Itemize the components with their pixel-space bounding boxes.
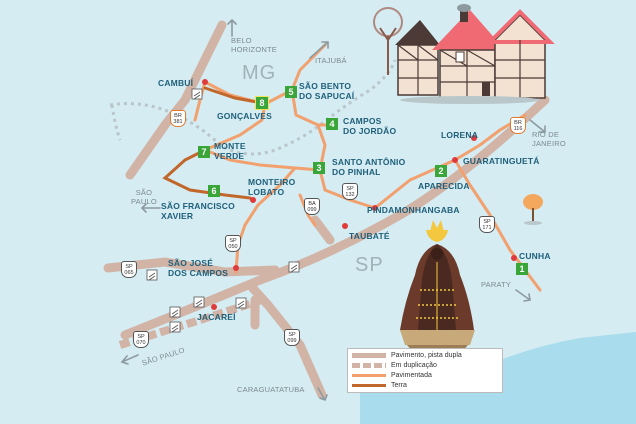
highway-shield-sp132: SP 132 <box>342 183 358 200</box>
highway-shield-br381: BR 381 <box>170 110 186 127</box>
legend-swatch <box>352 362 386 368</box>
shield-text-bottom: 171 <box>482 225 492 231</box>
legend-row-double-lane: Pavimento, pista dupla <box>352 351 462 360</box>
city-label-aparecida[interactable]: APARECIDA <box>418 181 470 191</box>
tree-illustration <box>373 7 403 75</box>
route-badge-8[interactable]: 8 <box>255 96 269 110</box>
saint-illustration <box>400 220 475 352</box>
city-label-cambui[interactable]: CAMBUÍ <box>158 78 194 88</box>
shield-text-bottom: 070 <box>136 340 146 346</box>
shield-text-top: SP <box>125 264 133 270</box>
legend-swatch <box>352 383 386 387</box>
small-tree-illustration <box>523 194 543 225</box>
highway-shield-br116: BR 116 <box>510 117 526 134</box>
shield-text-top: SP <box>137 334 145 340</box>
house-illustration <box>395 4 555 104</box>
shield-text-top: SP <box>346 186 354 192</box>
shield-text-top: SP <box>483 219 491 225</box>
direction-arrows <box>120 18 546 402</box>
shield-text-bottom: 050 <box>228 244 238 250</box>
city-label-monte-verde[interactable]: MONTE VERDE <box>214 141 246 161</box>
highway-shield-sp099: SP 099 <box>284 329 300 346</box>
legend-swatch <box>352 373 386 377</box>
city-label-cunha[interactable]: CUNHA <box>519 251 551 261</box>
legend-row-paved: Pavimentada <box>352 371 432 380</box>
shield-text-top: SP <box>288 332 296 338</box>
shield-text-bottom: 099 <box>307 207 317 213</box>
route-badge-4[interactable]: 4 <box>326 118 338 130</box>
legend-row-duplication: Em duplicação <box>352 361 437 370</box>
shield-text-bottom: 065 <box>124 270 134 276</box>
direction-label-paraty: PARATY <box>481 280 512 289</box>
state-label-mg: MG <box>242 62 277 84</box>
route-badge-1[interactable]: 1 <box>516 263 528 275</box>
legend-label: Pavimento, pista dupla <box>391 352 462 359</box>
city-label-goncalves[interactable]: GONÇALVES <box>217 111 273 121</box>
city-label-campos-jordao[interactable]: CAMPOS DO JORDÃO <box>343 116 397 136</box>
city-label-santo-antonio[interactable]: SANTO ANTÔNIO DO PINHAL <box>332 157 406 177</box>
toll-icon-marks <box>148 91 298 333</box>
shield-text-bottom: 132 <box>345 192 355 198</box>
highway-shield-sp171: SP 171 <box>479 216 495 233</box>
route-badge-7[interactable]: 7 <box>198 146 210 158</box>
route-badge-5[interactable]: 5 <box>285 86 297 98</box>
shield-text-top: BR <box>514 120 522 126</box>
direction-label-itajuba: ITAJUBÁ <box>315 56 347 65</box>
legend-label: Terra <box>391 382 407 389</box>
direction-label-caraguatatuba: CARAGUATATUBA <box>237 385 305 394</box>
shield-text-top: BR <box>174 113 182 119</box>
route-badge-3[interactable]: 3 <box>313 162 325 174</box>
city-label-monteiro-lobato[interactable]: MONTEIRO LOBATO <box>248 177 296 197</box>
legend-label: Pavimentada <box>391 372 432 379</box>
city-label-sao-francisco[interactable]: SÃO FRANCISCO XAVIER <box>161 201 235 221</box>
legend-swatch <box>352 352 386 358</box>
city-label-sao-jose[interactable]: SÃO JOSÉ DOS CAMPOS <box>168 258 229 278</box>
state-border-left <box>110 104 122 141</box>
route-badge-6[interactable]: 6 <box>208 185 220 197</box>
shield-text-bottom: 099 <box>287 338 297 344</box>
highway-shield-sp050: SP 050 <box>225 235 241 252</box>
shield-text-top: SP <box>229 238 237 244</box>
city-label-sao-bento[interactable]: SÃO BENTO DO SAPUCAÍ <box>299 81 355 101</box>
shield-text-bottom: 116 <box>513 126 523 132</box>
city-label-jacarei[interactable]: JACAREÍ <box>197 312 236 322</box>
city-label-lorena[interactable]: LORENA <box>441 130 479 140</box>
shield-text-bottom: 381 <box>173 119 183 125</box>
direction-label-belo-horizonte: BELO HORIZONTE <box>231 36 277 54</box>
highway-shield-ba099: BA 099 <box>304 198 320 215</box>
city-label-pindamonhangaba[interactable]: PINDAMONHANGABA <box>367 205 460 215</box>
dirt-roads <box>162 86 264 200</box>
direction-label-sao-paulo-left: SÃO PAULO <box>131 188 157 206</box>
highway-shield-sp070: SP 070 <box>133 331 149 348</box>
highway-shield-sp065: SP 065 <box>121 261 137 278</box>
direction-label-rio: RIO DE JANEIRO <box>532 130 566 148</box>
map-legend: Pavimento, pista dupla Em duplicação Pav… <box>347 348 503 393</box>
state-label-sp: SP <box>355 254 384 276</box>
route-badge-2[interactable]: 2 <box>435 165 447 177</box>
legend-label: Em duplicação <box>391 362 437 369</box>
legend-row-dirt: Terra <box>352 381 407 390</box>
city-label-guaratingueta[interactable]: GUARATINGUETÁ <box>463 156 540 166</box>
city-label-taubate[interactable]: TAUBATÉ <box>349 231 390 241</box>
shield-text-top: BA <box>308 201 316 207</box>
